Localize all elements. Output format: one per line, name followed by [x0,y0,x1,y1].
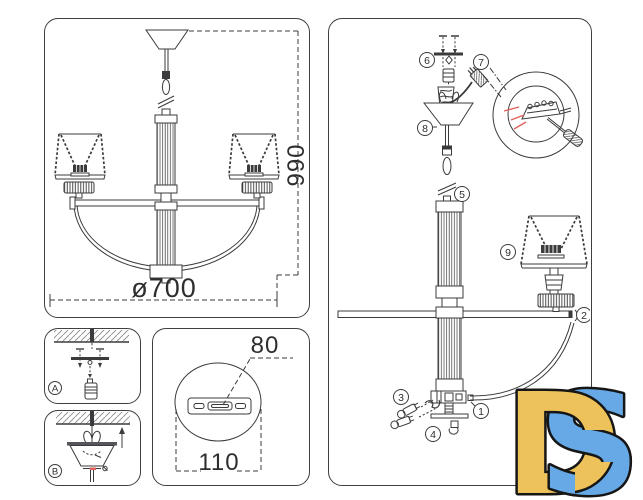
center-screw [87,360,93,378]
curved-arm [469,321,575,401]
bracket-plate [187,397,252,415]
step-a-panel: A [44,328,141,404]
bracket-screws [434,35,463,67]
callout-5-label: 5 [459,189,465,201]
slot-dimension-label: 80 [251,332,280,359]
canopy [422,102,474,128]
diameter-dimension-label: ø700 [131,273,197,303]
step-a-label: A [52,383,59,394]
callout-6: 6 [419,52,435,68]
callout-3-label: 3 [398,392,404,404]
callout-7: 7 [473,54,489,70]
callout-5: 5 [454,186,470,202]
spring-clips [438,91,460,103]
threaded-sleeve [84,378,98,400]
spring-clips [83,430,101,444]
logo-letter-d: D [505,376,621,500]
step-a-drawing: A [48,329,129,400]
mounting-screws [76,343,104,368]
brand-logo-monogram: S D S [503,362,643,500]
overview-panel: 990 ø700 [44,18,310,318]
wire-highlight [90,467,96,470]
callout-7-label: 7 [478,57,484,69]
left-lampshade [54,133,106,199]
dimension-lines [49,30,299,307]
right-lampshade [228,133,280,199]
threaded-tube [442,68,455,86]
mounting-bracket [71,357,109,360]
step-b-callout: B [48,464,62,478]
ceiling-canopy [145,29,189,109]
shade-assembly [520,215,588,312]
callout-8-label: 8 [422,123,428,135]
step-b-drawing: B [48,411,130,482]
callout-1-label: 1 [478,406,484,418]
side-screw [102,465,108,472]
callout-6-label: 6 [424,55,430,67]
central-column [435,200,464,392]
brand-logo: S D S [497,362,643,500]
step-b-panel: B [44,410,141,486]
rod-below [90,470,94,482]
up-arrow [119,427,125,448]
central-column [149,108,183,284]
mount-plate-drawing: 80 110 [174,332,293,476]
arm-hub [430,390,479,410]
callout-4: 4 [425,426,441,442]
callout-2-label: 2 [581,310,587,322]
canopy-circle [174,362,262,442]
magnifier-detail [492,71,583,159]
threaded-rod [90,329,94,342]
callout-3: 3 [393,389,409,405]
callout-9-label: 9 [505,247,511,259]
logo-letter-s: S [539,376,640,500]
magnifier-leaders [482,67,507,98]
overview-drawing: 990 ø700 [49,29,308,307]
step-b-label: B [52,466,58,477]
exploded-panel: 1 2 3 4 5 6 7 8 9 [328,18,592,486]
callout-4-label: 4 [430,429,436,441]
callout-1: 1 [473,403,489,419]
callout-9: 9 [500,244,516,260]
hanging-rod [90,411,94,426]
exploded-drawing: 1 2 3 4 5 6 7 8 9 [337,35,590,442]
plate-dimension-label: 110 [198,449,239,476]
callout-2: 2 [576,307,590,323]
dimension-leaders [175,357,293,472]
mount-plate-panel: 80 110 [152,328,310,486]
bottom-finial [430,402,469,435]
wire-highlight-lines [503,106,527,130]
wire-glands [390,399,441,430]
height-dimension-label: 990 [283,143,308,186]
step-a-callout: A [48,381,62,395]
screwdriver-handle [562,129,583,147]
callout-8: 8 [417,120,433,136]
wire-connector [467,66,489,88]
canopy [67,442,117,469]
suspension-chain [437,125,457,202]
